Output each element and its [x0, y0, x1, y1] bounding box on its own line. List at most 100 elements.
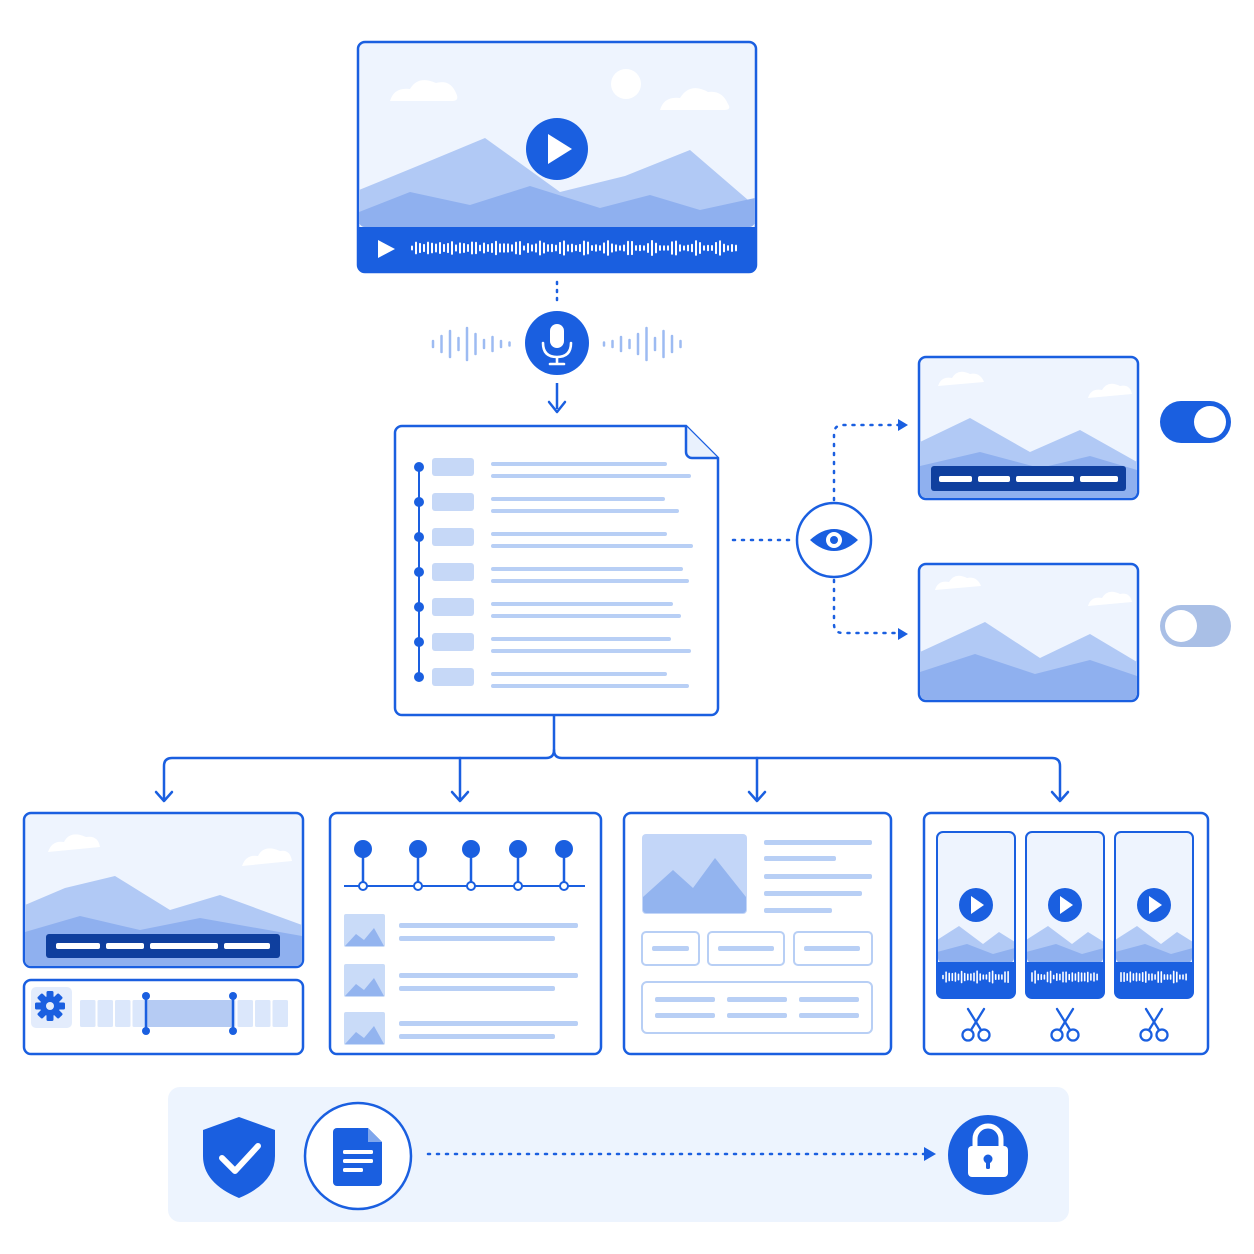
toggle-captions-on[interactable] — [1160, 401, 1231, 443]
timestamp-dot — [414, 497, 424, 507]
shield-check-icon — [203, 1117, 275, 1198]
document-fold — [368, 1128, 382, 1142]
chapter-list — [344, 914, 578, 1045]
clip-card[interactable] — [1114, 831, 1194, 999]
chapter-title-line — [399, 973, 578, 978]
transcript-line — [491, 567, 683, 571]
output-short-clips — [922, 811, 1210, 1056]
cloud-shape — [48, 834, 100, 852]
timing-cell[interactable] — [97, 1000, 114, 1027]
tag-chip[interactable] — [707, 931, 785, 966]
chapter-marker[interactable] — [409, 840, 427, 858]
document-lines — [343, 1150, 373, 1172]
connector-dotted — [832, 578, 902, 635]
arrow-head — [898, 419, 908, 431]
gear-icon[interactable] — [35, 991, 65, 1021]
chapter-desc-line — [399, 986, 555, 991]
timing-cell[interactable] — [237, 1000, 254, 1027]
source-video-card — [356, 40, 758, 274]
transcript-line — [491, 649, 691, 653]
timestamp-chip[interactable] — [432, 493, 474, 511]
handle-dot[interactable] — [142, 992, 150, 1000]
timestamp-chip[interactable] — [432, 563, 474, 581]
marker-node — [413, 881, 423, 891]
scissors-icon[interactable] — [961, 1007, 991, 1042]
timestamp-chip[interactable] — [432, 458, 474, 476]
chapter-marker[interactable] — [354, 840, 372, 858]
scissors-icon[interactable] — [1139, 1007, 1169, 1042]
mic-capsule — [550, 324, 564, 348]
audio-waveform — [411, 240, 737, 256]
timing-cell[interactable] — [255, 1000, 271, 1027]
timestamp-dot — [414, 567, 424, 577]
cloud-shape — [242, 848, 292, 866]
mountain-shape — [1116, 944, 1192, 963]
tag-chip[interactable] — [641, 931, 700, 966]
handle-dot[interactable] — [229, 992, 237, 1000]
selected-range[interactable] — [146, 1000, 233, 1027]
mountain-shape — [345, 928, 384, 946]
timing-cell[interactable] — [132, 1000, 149, 1027]
tag-chip[interactable] — [793, 931, 873, 966]
article-text-lines — [764, 840, 872, 913]
handle-dot[interactable] — [142, 1027, 150, 1035]
cloud-shape — [1088, 383, 1132, 398]
transcript-line — [491, 474, 691, 478]
article-chip-lines — [652, 946, 860, 1018]
timestamp-chip[interactable] — [432, 633, 474, 651]
branch-connectors — [154, 714, 1070, 803]
lock-shackle — [972, 1123, 1004, 1149]
marker-node — [513, 881, 523, 891]
toggle-knob[interactable] — [1165, 610, 1197, 642]
clip-cards — [936, 831, 1194, 1042]
transcript-line — [491, 462, 667, 466]
timing-cell[interactable] — [272, 1000, 289, 1027]
transcript-document — [393, 424, 720, 717]
transcript-line — [491, 602, 673, 606]
cloud-shape — [938, 371, 984, 386]
timing-cell[interactable] — [80, 1000, 96, 1027]
timestamp-chip[interactable] — [432, 598, 474, 616]
caption-text-lines — [939, 476, 1118, 482]
chapter-marker[interactable] — [555, 840, 573, 858]
play-small-icon[interactable] — [378, 240, 395, 258]
check-mark — [219, 1143, 261, 1174]
clip-card[interactable] — [936, 831, 1016, 999]
voice-wave-right — [602, 326, 682, 362]
transcript-line — [491, 544, 693, 548]
timestamp-chip[interactable] — [432, 528, 474, 546]
clip-card[interactable] — [1025, 831, 1105, 999]
timing-cell[interactable] — [115, 1000, 131, 1027]
chapter-marker[interactable] — [509, 840, 527, 858]
marker-node — [358, 881, 368, 891]
toggle-knob[interactable] — [1194, 406, 1226, 438]
transcript-line — [491, 509, 679, 513]
document-corner-fold — [684, 426, 718, 460]
preview-step — [731, 419, 908, 640]
toggle-captions-off[interactable] — [1160, 605, 1231, 647]
marker-node — [559, 881, 569, 891]
voice-wave-left — [431, 326, 511, 362]
output-caption-editor — [22, 811, 305, 1056]
scissors-icon[interactable] — [1050, 1007, 1080, 1042]
play-glyph — [1149, 896, 1162, 914]
chapter-desc-line — [399, 1034, 555, 1039]
transcription-step — [431, 311, 682, 375]
mountain-shape — [643, 858, 746, 913]
transcript-line — [491, 684, 689, 688]
mountain-shape — [345, 978, 384, 996]
lock-keyhole — [983, 1154, 993, 1164]
arrow-head — [924, 1147, 936, 1161]
timestamp-dot — [414, 602, 424, 612]
handle-dot[interactable] — [229, 1027, 237, 1035]
transcript-line — [491, 579, 689, 583]
chapter-marker[interactable] — [462, 840, 480, 858]
sun-shape — [611, 69, 641, 99]
mountain-shape — [359, 186, 755, 227]
timestamp-chip[interactable] — [432, 668, 474, 686]
mountain-shape — [345, 1026, 384, 1044]
play-glyph — [971, 896, 984, 914]
output-panel-frame — [328, 811, 603, 1056]
cloud-shape — [935, 575, 981, 590]
